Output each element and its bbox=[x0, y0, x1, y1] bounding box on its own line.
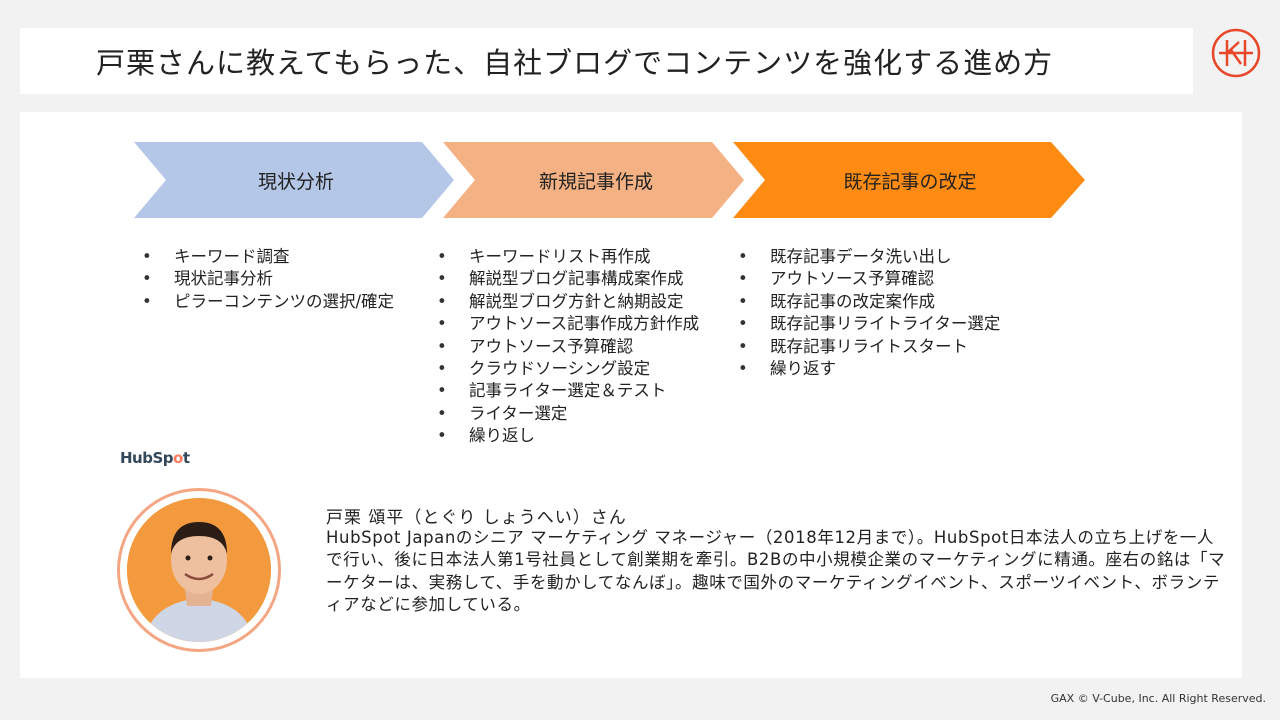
gax-logo-icon bbox=[1209, 26, 1263, 80]
person-photo bbox=[127, 498, 271, 642]
bio-name: 戸栗 頌平（とぐり しょうへい）さん bbox=[326, 508, 627, 528]
list-item: クラウドソーシング設定 bbox=[437, 358, 699, 381]
list-item: アウトソース予算確認 bbox=[738, 268, 1000, 291]
step-label-1: 現状分析 bbox=[257, 170, 334, 193]
list-item: 記事ライター選定＆テスト bbox=[437, 380, 699, 403]
list-item: ピラーコンテンツの選択/確定 bbox=[142, 291, 394, 314]
list-item: ライター選定 bbox=[437, 403, 699, 426]
list-item: キーワードリスト再作成 bbox=[437, 246, 699, 269]
list-column-new-articles: キーワードリスト再作成 解説型ブログ記事構成案作成 解説型ブログ方針と納期設定 … bbox=[437, 246, 699, 448]
list-item: 解説型ブログ方針と納期設定 bbox=[437, 291, 699, 314]
page-title: 戸栗さんに教えてもらった、自社ブログでコンテンツを強化する進め方 bbox=[96, 46, 1054, 80]
step-arrow-2 bbox=[443, 142, 744, 218]
list-item: 繰り返す bbox=[738, 358, 1000, 381]
title-box: 戸栗さんに教えてもらった、自社ブログでコンテンツを強化する進め方 bbox=[20, 28, 1193, 94]
list-item: 解説型ブログ記事構成案作成 bbox=[437, 268, 699, 291]
list-column-revision: 既存記事データ洗い出し アウトソース予算確認 既存記事の改定案作成 既存記事リラ… bbox=[738, 246, 1000, 381]
list-item: 繰り返し bbox=[437, 425, 699, 448]
list-item: アウトソース予算確認 bbox=[437, 336, 699, 359]
avatar bbox=[117, 488, 281, 652]
step-label-3: 既存記事の改定 bbox=[843, 170, 977, 193]
list-item: 既存記事データ洗い出し bbox=[738, 246, 1000, 269]
list-column-analysis: キーワード調査 現状記事分析 ピラーコンテンツの選択/確定 bbox=[142, 246, 394, 314]
process-flow: 現状分析 新規記事作成 既存記事の改定 bbox=[134, 142, 1094, 220]
list-item: 既存記事リライトライター選定 bbox=[738, 313, 1000, 336]
hubspot-logo: HubSpot bbox=[120, 449, 190, 467]
list-item: アウトソース記事作成方針作成 bbox=[437, 313, 699, 336]
step-arrow-1 bbox=[134, 142, 454, 218]
list-item: 既存記事の改定案作成 bbox=[738, 291, 1000, 314]
step-arrow-3 bbox=[733, 142, 1085, 218]
list-item: 既存記事リライトスタート bbox=[738, 336, 1000, 359]
copyright-footer: GAX © V-Cube, Inc. All Right Reserved. bbox=[1050, 692, 1266, 705]
bio-text: HubSpot Japanのシニア マーケティング マネージャー（2018年12… bbox=[326, 528, 1226, 615]
step-label-2: 新規記事作成 bbox=[538, 170, 653, 193]
list-item: 現状記事分析 bbox=[142, 268, 394, 291]
list-item: キーワード調査 bbox=[142, 246, 394, 269]
